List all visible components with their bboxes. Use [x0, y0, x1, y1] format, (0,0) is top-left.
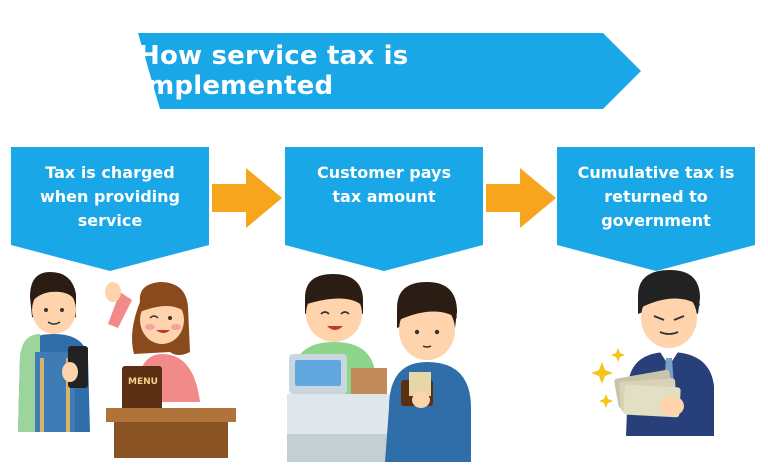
step-3-label: Cumulative tax is returned to government — [577, 163, 735, 230]
table-body — [114, 422, 228, 458]
illustration-waiter-and-customer: MENU — [18, 272, 236, 458]
table-top — [106, 408, 236, 422]
step-1-label: Tax is charged when providing service — [39, 163, 180, 230]
waiter-figure — [18, 272, 90, 432]
step-3-box: Cumulative tax is returned to government — [557, 147, 755, 271]
step-1-box: Tax is charged when providing service — [11, 147, 209, 271]
illustration-businessman-with-cash — [591, 270, 714, 436]
cash-fan — [614, 369, 684, 418]
banknote — [409, 372, 431, 396]
flow-arrow-2 — [486, 168, 556, 228]
cash-register-base — [287, 394, 399, 434]
step-2-box: Customer pays tax amount — [285, 147, 483, 271]
step-2-label: Customer pays tax amount — [317, 163, 451, 206]
customer-figure: MENU — [105, 282, 200, 412]
illustration-cashier-and-customer — [287, 274, 471, 462]
sparkles — [591, 348, 625, 408]
flow-arrow-1 — [212, 168, 282, 228]
menu-text: MENU — [128, 377, 158, 387]
diagram-title: How service tax is implemented — [138, 41, 409, 101]
box-on-counter — [351, 368, 387, 394]
paying-customer-figure — [385, 282, 471, 462]
title-banner — [138, 33, 641, 109]
